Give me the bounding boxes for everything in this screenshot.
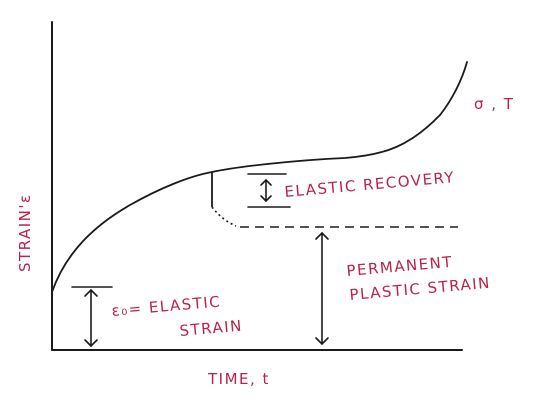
permanent-strain-arrow <box>315 231 329 346</box>
permanent-strain-label-line1: PERMANENT <box>346 253 454 280</box>
creep-curve <box>51 61 468 293</box>
elastic-strain-label-line1: ε₀= ELASTIC <box>111 292 222 320</box>
y-axis-label: STRAIN'ε <box>16 193 34 272</box>
curve-condition-label: σ , T <box>474 95 514 113</box>
elastic-recovery-label: ELASTIC RECOVERY <box>284 168 456 201</box>
x-axis-label: TIME, t <box>207 370 270 388</box>
recovery-dotted-curve <box>211 206 237 227</box>
elastic-strain-marker <box>71 286 113 348</box>
axes <box>51 21 463 351</box>
permanent-strain-label-line2: PLASTIC STRAIN <box>349 274 492 304</box>
elastic-recovery-marker <box>247 173 291 208</box>
elastic-strain-label-line2: STRAIN <box>179 317 244 340</box>
